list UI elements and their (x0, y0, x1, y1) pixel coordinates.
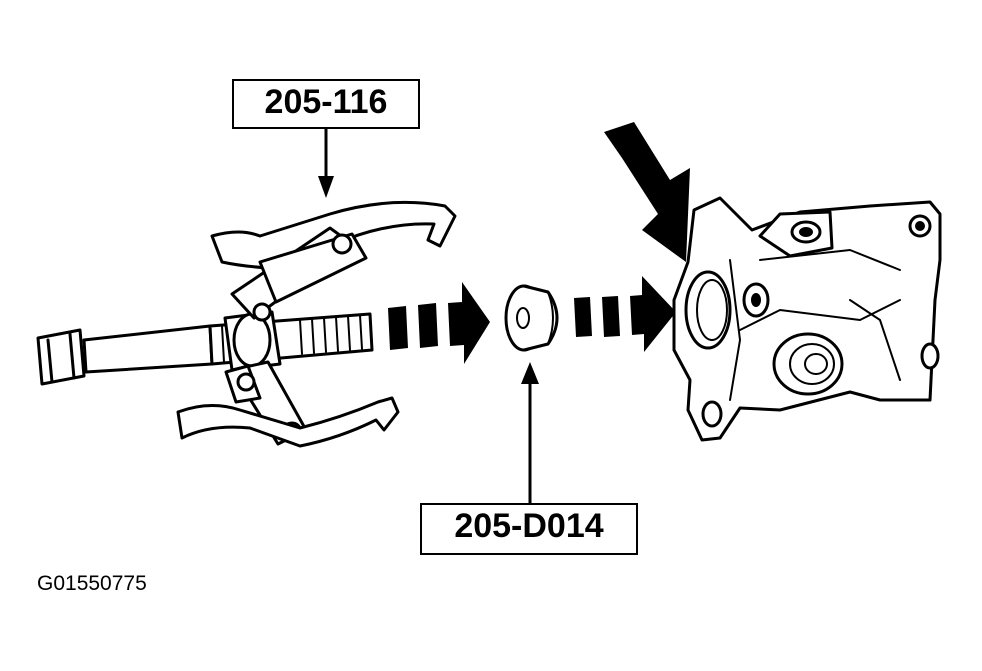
callout-leader-bottom (521, 362, 539, 505)
figure-id-label: G01550775 (37, 572, 147, 595)
direction-arrow-to-housing (574, 276, 676, 352)
puller-shaft (82, 324, 214, 374)
installation-point-arrow (604, 122, 690, 262)
puller-hex-head (36, 328, 86, 386)
callout-puller-tool-number: 205-116 (232, 79, 420, 129)
axle-housing-illustration (672, 196, 942, 442)
callout-leader-top (318, 127, 334, 198)
puller-tool-illustration (36, 200, 457, 448)
direction-arrow-to-seal (388, 282, 490, 364)
seal-plug-illustration (504, 284, 559, 352)
puller-lower-jaw (176, 396, 400, 448)
callout-seal-tool-number: 205-D014 (420, 503, 638, 555)
